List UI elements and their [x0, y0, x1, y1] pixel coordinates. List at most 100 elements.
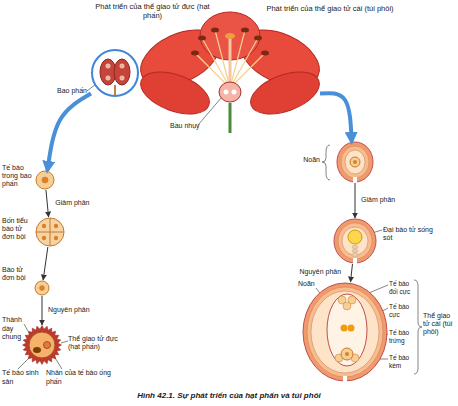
stigma: [225, 33, 235, 39]
section-heading: Phát triển của thể giao tử cái (túi phôi…: [255, 4, 405, 13]
nucleus: [39, 285, 44, 290]
pollen-grain-shape: [22, 325, 62, 365]
nucleus: [54, 236, 58, 240]
process-label: Giảm phân: [55, 199, 89, 207]
zoom-circle: [92, 50, 138, 96]
flower: Bầu nhụy: [140, 8, 320, 133]
generative-cell: [33, 347, 41, 353]
integument: [341, 146, 369, 178]
filament: [114, 85, 116, 95]
section-heading: Phát triển của thể giao tử đực (hạt phấn…: [95, 2, 210, 20]
filament: [202, 38, 230, 88]
filament: [230, 30, 245, 88]
pollen-sac: [105, 75, 111, 81]
stem: [229, 103, 232, 133]
anther: [254, 36, 262, 41]
anther: [241, 28, 249, 33]
stage-arrow: [43, 247, 48, 280]
process-label: Nguyên phân: [48, 306, 90, 314]
degenerate-cell: [352, 253, 358, 257]
node-label: Tế bào trong bao phấn: [2, 164, 34, 188]
stage-arrow: [355, 183, 356, 218]
anther-lobe: [114, 59, 130, 85]
pollen-grain: Thể giao tử đực (hạt phấn): [22, 325, 62, 365]
anther: [211, 28, 219, 33]
ovary: [219, 82, 241, 102]
ovule-megaspore-shape: [333, 218, 377, 264]
node-label: Bao phấn: [51, 87, 87, 95]
stage-arrow: [42, 296, 43, 325]
mother-cell: [350, 157, 360, 167]
part-label: Tế bào kèm: [389, 354, 417, 370]
nucleus: [353, 160, 357, 164]
anther-cell: Tế bào trong bao phấn: [35, 170, 55, 190]
integument: [303, 283, 387, 381]
pollen-sac: [105, 63, 111, 69]
ovule-megaspore: Đại bào tử sống sót: [333, 218, 377, 264]
tetrad: Bốn tiểu bào tử đơn bội: [35, 217, 65, 247]
node-label: Bầu nhụy: [170, 122, 210, 130]
tetrad: [36, 218, 64, 246]
cell: [36, 171, 54, 189]
node-label: Bốn tiểu bào tử đơn bội: [2, 217, 33, 241]
pollen-sac: [119, 63, 125, 69]
process-label: Nguyên phân: [299, 268, 341, 276]
node-label: Đại bào tử sống sót: [383, 226, 439, 242]
nucleus: [42, 177, 49, 184]
figure-caption: Hình 42.1. Sự phát triển của hạt phấn và…: [0, 391, 458, 401]
node-label: Noãn: [294, 156, 320, 164]
development-arrow: [320, 93, 352, 141]
nucleus: [42, 224, 46, 228]
megaspore: [348, 230, 362, 244]
node-label: Bào tử đơn bội: [2, 266, 32, 282]
style: [229, 38, 232, 86]
ovule-embryo-sac: NoãnThể giao tử cái (túi phôi): [302, 282, 388, 382]
antipodal-cell: [343, 302, 351, 310]
brace: [322, 145, 330, 180]
leader-line: [24, 324, 28, 331]
petal: [135, 64, 215, 122]
node-label: Thể giao tử đực (hạt phấn): [68, 335, 124, 351]
micropyle: [353, 258, 357, 264]
micropyle: [343, 376, 347, 382]
anther: [198, 36, 206, 41]
nucellus: [345, 150, 365, 174]
process-label: Giảm phân: [361, 196, 395, 204]
petal: [245, 64, 325, 122]
anther: [261, 51, 269, 56]
cell: [35, 281, 49, 295]
node-label: Thể giao tử cái (túi phôi): [423, 312, 458, 336]
anther-zoom-shape: [91, 49, 139, 97]
part-label: Tế bào cực: [389, 303, 417, 319]
egg-cell: [341, 348, 353, 360]
embryo-sac: [327, 294, 367, 366]
nucellus: [342, 227, 368, 255]
nucleus: [54, 224, 58, 228]
degenerate-cell: [352, 249, 358, 253]
integument: [334, 219, 376, 263]
part-label: Tế bào sinh sản: [2, 369, 44, 386]
pollen-body: [29, 332, 55, 358]
part-label: Nhân của tế bào ống phấn: [46, 369, 126, 386]
part-label: Tế bào trứng: [389, 329, 417, 345]
tube-nucleus: [44, 342, 51, 349]
nucellus: [311, 291, 379, 373]
microspore-shape: [34, 280, 50, 296]
part-label: Tế bào đối cực: [389, 280, 417, 296]
integument: [307, 287, 383, 377]
microspore: Bào tử đơn bội: [34, 280, 50, 296]
pollen-sac: [119, 75, 125, 81]
anther: [191, 51, 199, 56]
tetrad-shape: [35, 217, 65, 247]
filament: [215, 30, 230, 88]
flower-shape: [140, 8, 320, 133]
ovule-dot: [224, 90, 229, 95]
integument: [338, 223, 372, 259]
micropyle: [353, 177, 357, 183]
anther-cell-shape: [35, 170, 55, 190]
nucleus: [345, 352, 349, 356]
ovule: Noãn: [336, 141, 374, 183]
polar-nucleus: [348, 325, 355, 332]
ovule-embryo-sac-shape: [302, 282, 388, 382]
